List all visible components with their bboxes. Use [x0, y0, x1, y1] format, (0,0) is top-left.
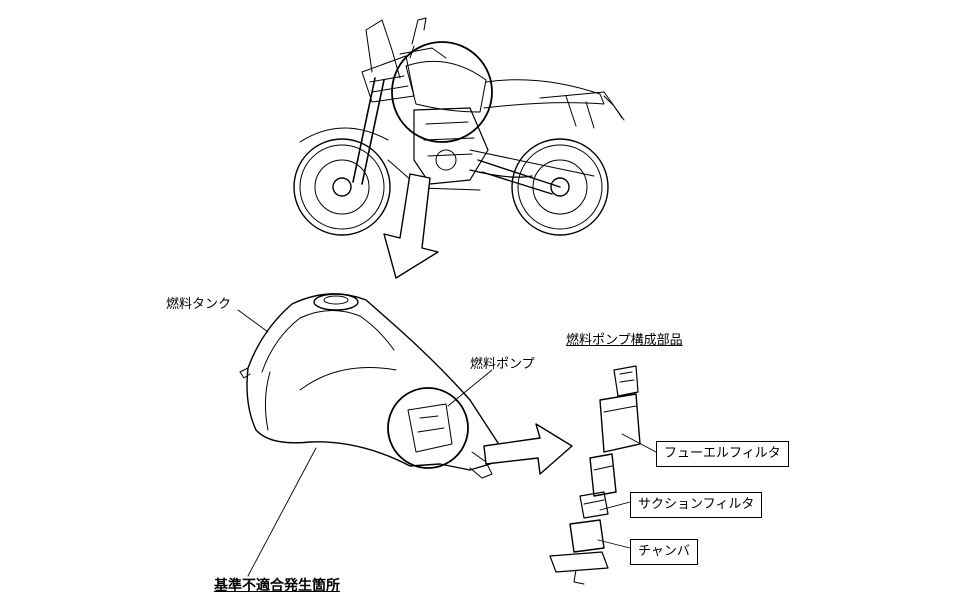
leader-fuel-tank — [237, 309, 269, 333]
defect-location-label: 基準不適合発生箇所 — [214, 578, 340, 594]
fuel-pump-label: 燃料ポンプ — [470, 357, 535, 372]
front-wheel — [293, 138, 391, 236]
base-plate-part — [549, 551, 609, 573]
pump-components-drawing — [549, 365, 641, 585]
fuel-tank-label: 燃料タンク — [166, 297, 232, 312]
leader-fuel-pump — [447, 369, 493, 407]
leader-defect — [247, 447, 317, 577]
pump-components-title: 燃料ポンプ構成部品 — [566, 333, 683, 348]
leader-fuel-filter — [621, 433, 657, 453]
chamber-part — [569, 519, 605, 553]
arrow-down — [383, 173, 439, 279]
suction-filter-label: サクションフィルタ — [630, 492, 763, 518]
arrow-right — [483, 423, 573, 475]
rear-wheel — [511, 138, 609, 236]
pump-motor-part — [589, 453, 617, 497]
highlight-circle — [391, 41, 493, 143]
leader-suction-filter — [599, 501, 631, 511]
fuel-filter-label: フューエルフィルタ — [656, 441, 789, 467]
suction-filter-part — [579, 491, 609, 519]
fuel-tank-drawing — [239, 293, 501, 479]
fuel-filter-part — [599, 393, 641, 453]
pump-highlight-circle — [387, 387, 469, 469]
leader-chamber — [597, 539, 631, 549]
motorcycle-drawing — [293, 17, 625, 236]
chamber-label: チャンバ — [630, 539, 698, 565]
